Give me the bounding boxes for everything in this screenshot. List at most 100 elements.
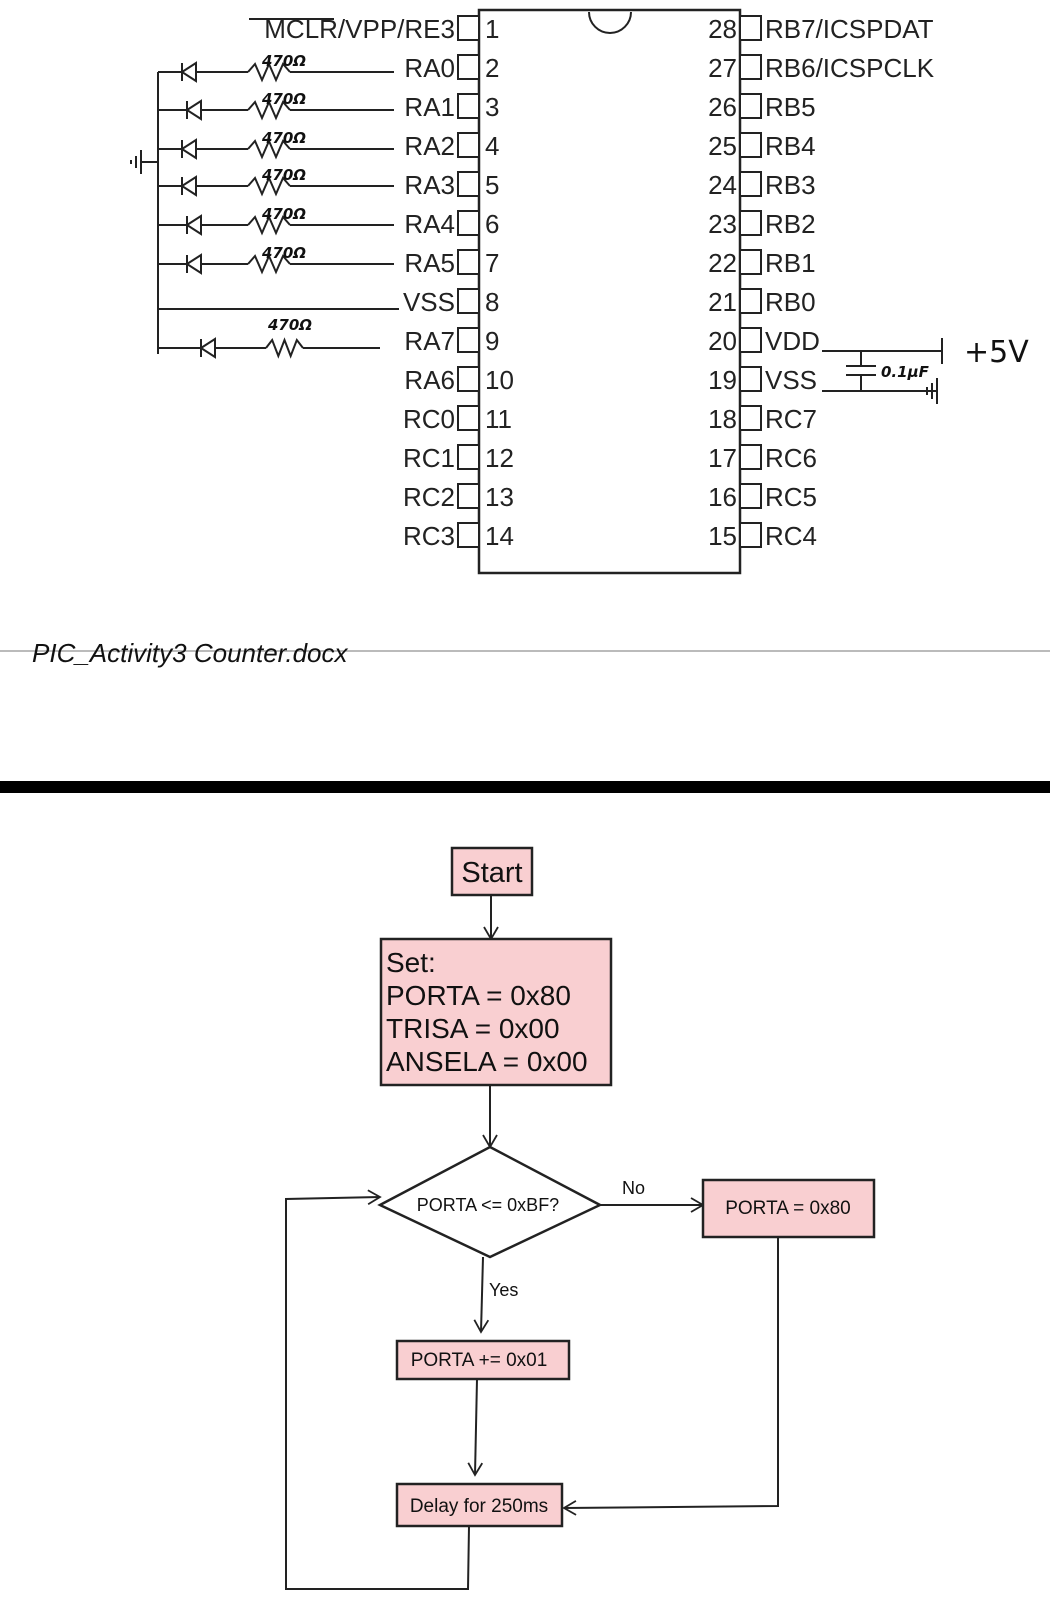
pin-label-12: RC1	[403, 443, 455, 473]
resistor-icon	[247, 99, 291, 121]
pin-number-22: 22	[708, 248, 737, 278]
resistor-label: 470Ω	[261, 166, 306, 184]
led-icon	[185, 214, 202, 236]
flow-connectors	[285, 895, 779, 1590]
pin-label-25: RB4	[765, 131, 816, 161]
led-icon	[180, 175, 197, 197]
pin-box-15	[739, 522, 762, 548]
pin-box-17	[739, 444, 762, 470]
pin-box-27	[739, 54, 762, 80]
resistor-icon	[247, 253, 291, 275]
led-row-3: 470Ω	[158, 129, 394, 160]
resistor-icon	[247, 61, 291, 83]
yes-action-block	[395, 1339, 571, 1381]
led-resistor-network	[141, 72, 399, 354]
page-separator	[0, 781, 1050, 793]
resistor-label: 470Ω	[261, 129, 306, 147]
pin-box-8	[457, 288, 480, 314]
led-icon	[185, 99, 202, 121]
led-icon	[199, 337, 216, 359]
pin-number-9: 9	[485, 326, 499, 356]
led-row-2: 470Ω	[158, 90, 394, 121]
no-action-block	[701, 1178, 876, 1239]
yes-action-label: PORTA += 0x01	[411, 1350, 548, 1371]
pin-number-6: 6	[485, 209, 499, 239]
pin-box-2	[457, 54, 480, 80]
pin-number-5: 5	[485, 170, 499, 200]
pin-number-4: 4	[485, 131, 499, 161]
pin-label-16: RC5	[765, 482, 817, 512]
pin-box-22	[739, 249, 762, 275]
pin-box-16	[739, 483, 762, 509]
led-icon	[180, 138, 197, 160]
pin-number-27: 27	[708, 53, 737, 83]
pin-label-8: VSS	[403, 287, 455, 317]
pin-box-14	[457, 522, 480, 548]
resistor-label: 470Ω	[261, 244, 306, 262]
pin-number-15: 15	[708, 521, 737, 551]
pin-number-7: 7	[485, 248, 499, 278]
pin-label-26: RB5	[765, 92, 816, 122]
pin-label-27: RB6/ICSPCLK	[765, 53, 935, 83]
chip-notch	[588, 11, 632, 34]
led-row-4: 470Ω	[158, 166, 394, 197]
decision-label: PORTA <= 0xBF?	[417, 1195, 559, 1215]
pin-number-18: 18	[708, 404, 737, 434]
pin-number-25: 25	[708, 131, 737, 161]
pin-label-22: RB1	[765, 248, 816, 278]
arrow-no-action-to-delay	[562, 1237, 779, 1516]
pin-number-2: 2	[485, 53, 499, 83]
pin-label-21: RB0	[765, 287, 816, 317]
pin-box-24	[739, 171, 762, 197]
arrow-yes	[473, 1256, 490, 1334]
pin-number-28: 28	[708, 14, 737, 44]
pin-number-24: 24	[708, 170, 737, 200]
pin-box-26	[739, 93, 762, 119]
pin-number-13: 13	[485, 482, 514, 512]
pin-box-21	[739, 288, 762, 314]
pin-box-10	[457, 366, 480, 392]
pin-label-11: RC0	[403, 404, 455, 434]
pin-box-13	[457, 483, 480, 509]
pin-label-23: RB2	[765, 209, 816, 239]
pin-box-3	[457, 93, 480, 119]
pin-box-23	[739, 210, 762, 236]
init-line-3: TRISA = 0x00	[386, 1013, 560, 1044]
yes-label: Yes	[489, 1280, 518, 1300]
led-icon	[180, 61, 197, 83]
capacitor-label: 0.1μF	[881, 363, 930, 381]
led-icon	[185, 253, 202, 275]
init-line-2: PORTA = 0x80	[386, 980, 571, 1011]
pin-number-20: 20	[708, 326, 737, 356]
pin-label-15: RC4	[765, 521, 817, 551]
pin-label-13: RC2	[403, 482, 455, 512]
ground-symbol-left	[130, 150, 142, 174]
pin-label-4: RA2	[404, 131, 455, 161]
pin-number-3: 3	[485, 92, 499, 122]
pin-label-14: RC3	[403, 521, 455, 551]
pin-box-11	[457, 405, 480, 431]
pin-label-2: RA0	[404, 53, 455, 83]
pin-label-24: RB3	[765, 170, 816, 200]
resistor-label: 470Ω	[261, 205, 306, 223]
pin-box-4	[457, 132, 480, 158]
loop-back-connector	[285, 1189, 470, 1590]
pin-box-7	[457, 249, 480, 275]
pin-label-5: RA3	[404, 170, 455, 200]
arrow-yes-action-to-delay	[467, 1378, 484, 1477]
pin-box-6	[457, 210, 480, 236]
pin-label-6: RA4	[404, 209, 455, 239]
pin-box-5	[457, 171, 480, 197]
chip-body	[477, 8, 742, 575]
pin-label-3: RA1	[404, 92, 455, 122]
pin-label-18: RC7	[765, 404, 817, 434]
delay-label: Delay for 250ms	[410, 1496, 548, 1517]
pin-number-23: 23	[708, 209, 737, 239]
document-filename: PIC_Activity3 Counter.docx	[32, 638, 348, 668]
led-row-5: 470Ω	[158, 205, 394, 236]
